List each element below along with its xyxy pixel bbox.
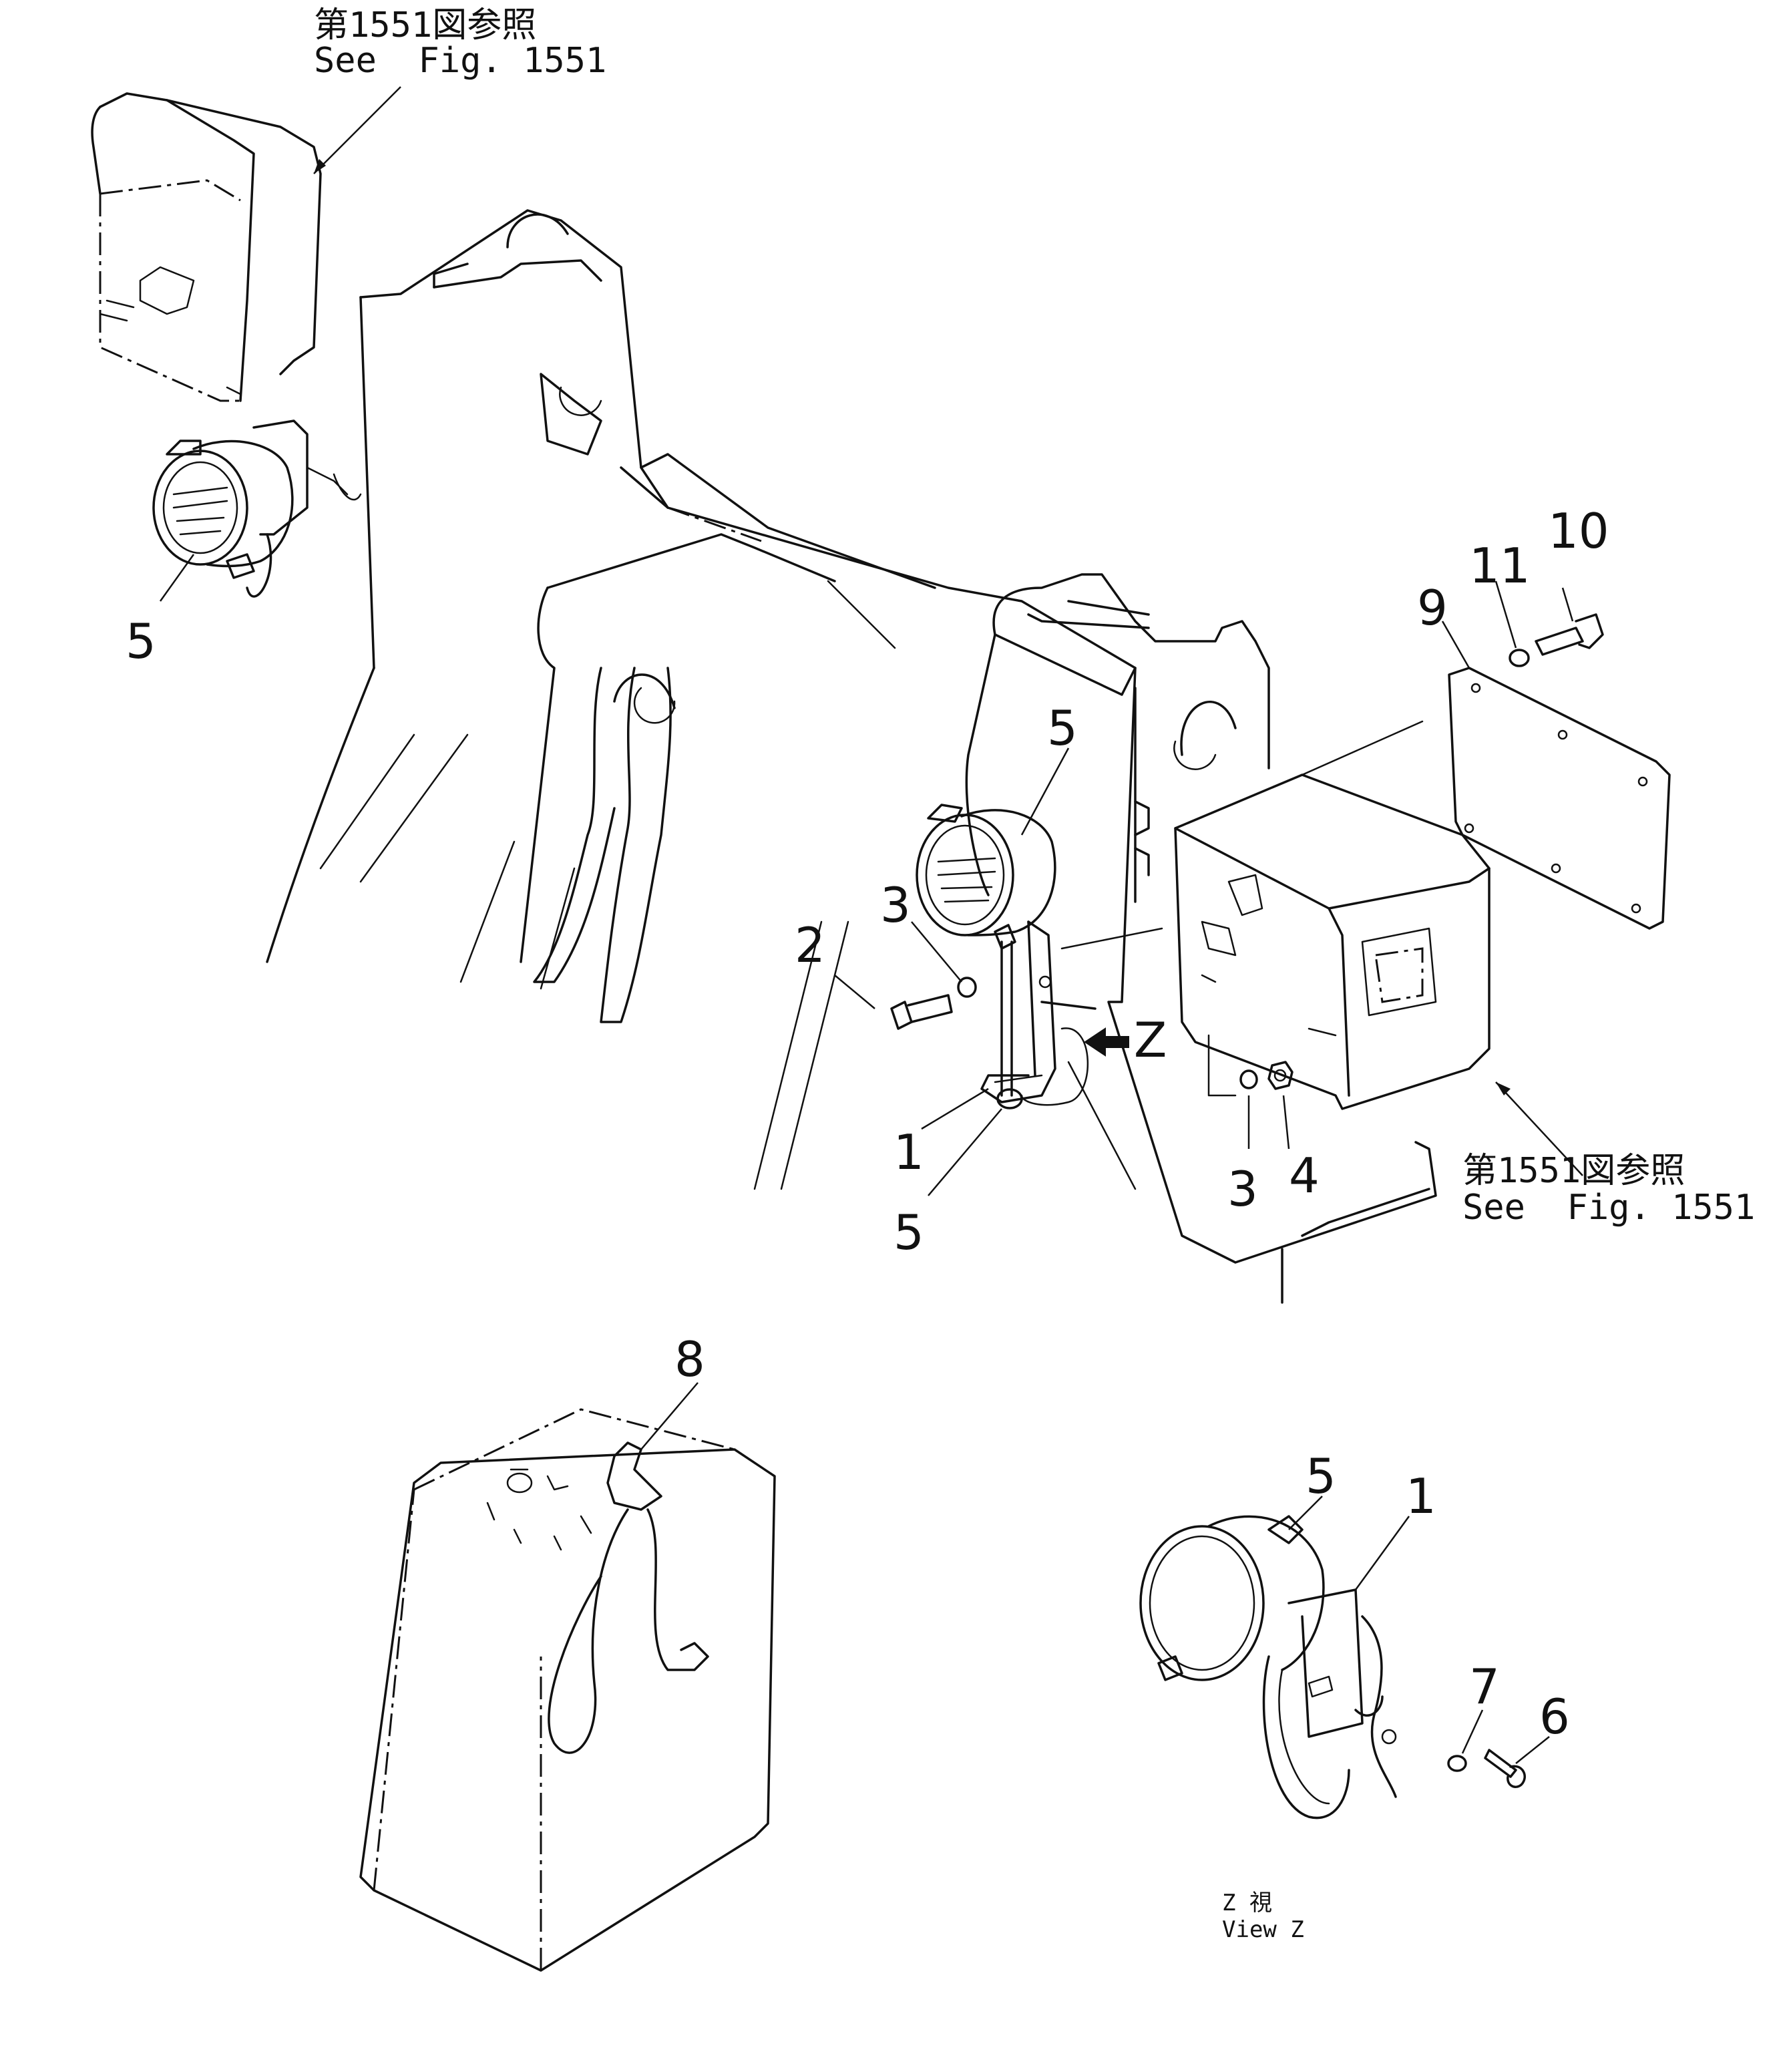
callout-1-center: 1: [894, 1124, 924, 1180]
bolt-2: [890, 994, 953, 1030]
callout-10: 10: [1548, 503, 1609, 559]
cover-plate: [1448, 667, 1671, 930]
nut-4: [1267, 1061, 1294, 1090]
leader-lines: [159, 86, 1583, 1764]
reference-top-left-en: See Fig. 1551: [314, 41, 606, 81]
callout-5-center: 5: [1047, 700, 1078, 756]
loader-frame: [266, 209, 1437, 1304]
washer-3-lower: [1239, 1069, 1258, 1089]
screw-6: [1484, 1749, 1526, 1788]
callout-1-view-z: 1: [1406, 1468, 1436, 1524]
callout-5-view-z: 5: [1306, 1448, 1336, 1504]
washer-7: [1447, 1755, 1467, 1772]
view-arrow-z: [1084, 1027, 1129, 1057]
callout-9: 9: [1417, 580, 1448, 636]
callout-6: 6: [1539, 1689, 1570, 1745]
bolt-10: [1535, 613, 1604, 656]
top-left-work-lamp: [152, 419, 362, 598]
callout-3-lower: 3: [1227, 1161, 1258, 1217]
callout-3-upper: 3: [880, 877, 911, 933]
view-z-lamp-assembly: [1139, 1515, 1397, 1820]
callout-2: 2: [795, 917, 825, 973]
reference-right-jp: 第1551図参照: [1462, 1151, 1685, 1191]
callout-5-top-left: 5: [126, 613, 156, 669]
callout-4: 4: [1289, 1148, 1320, 1204]
top-left-control-box: [91, 92, 322, 402]
callout-z-arrow: Z: [1134, 1012, 1167, 1068]
reference-top-left: 第1551図参照 See Fig. 1551: [314, 5, 606, 81]
washer-3-upper: [957, 977, 977, 998]
callout-11: 11: [1469, 538, 1531, 594]
view-z-caption: Z 視 View Z: [1222, 1890, 1304, 1943]
callout-5-lower: 5: [894, 1204, 924, 1260]
reference-top-left-jp: 第1551図参照: [314, 5, 536, 45]
view-z-caption-en: View Z: [1222, 1916, 1304, 1943]
assembly-lines: [1060, 927, 1237, 1190]
right-control-box: [1134, 720, 1491, 1110]
reference-right: 第1551図参照 See Fig. 1551: [1462, 1151, 1755, 1228]
washer-11: [1509, 649, 1530, 667]
switch-box: [359, 1408, 776, 1972]
callout-7: 7: [1469, 1659, 1500, 1715]
center-work-lamp: [916, 804, 1056, 950]
view-z-caption-jp: Z 視: [1222, 1890, 1272, 1916]
lamp-bracket-1: [980, 920, 1097, 1109]
reference-right-en: See Fig. 1551: [1462, 1188, 1755, 1228]
callout-8: 8: [674, 1331, 705, 1387]
